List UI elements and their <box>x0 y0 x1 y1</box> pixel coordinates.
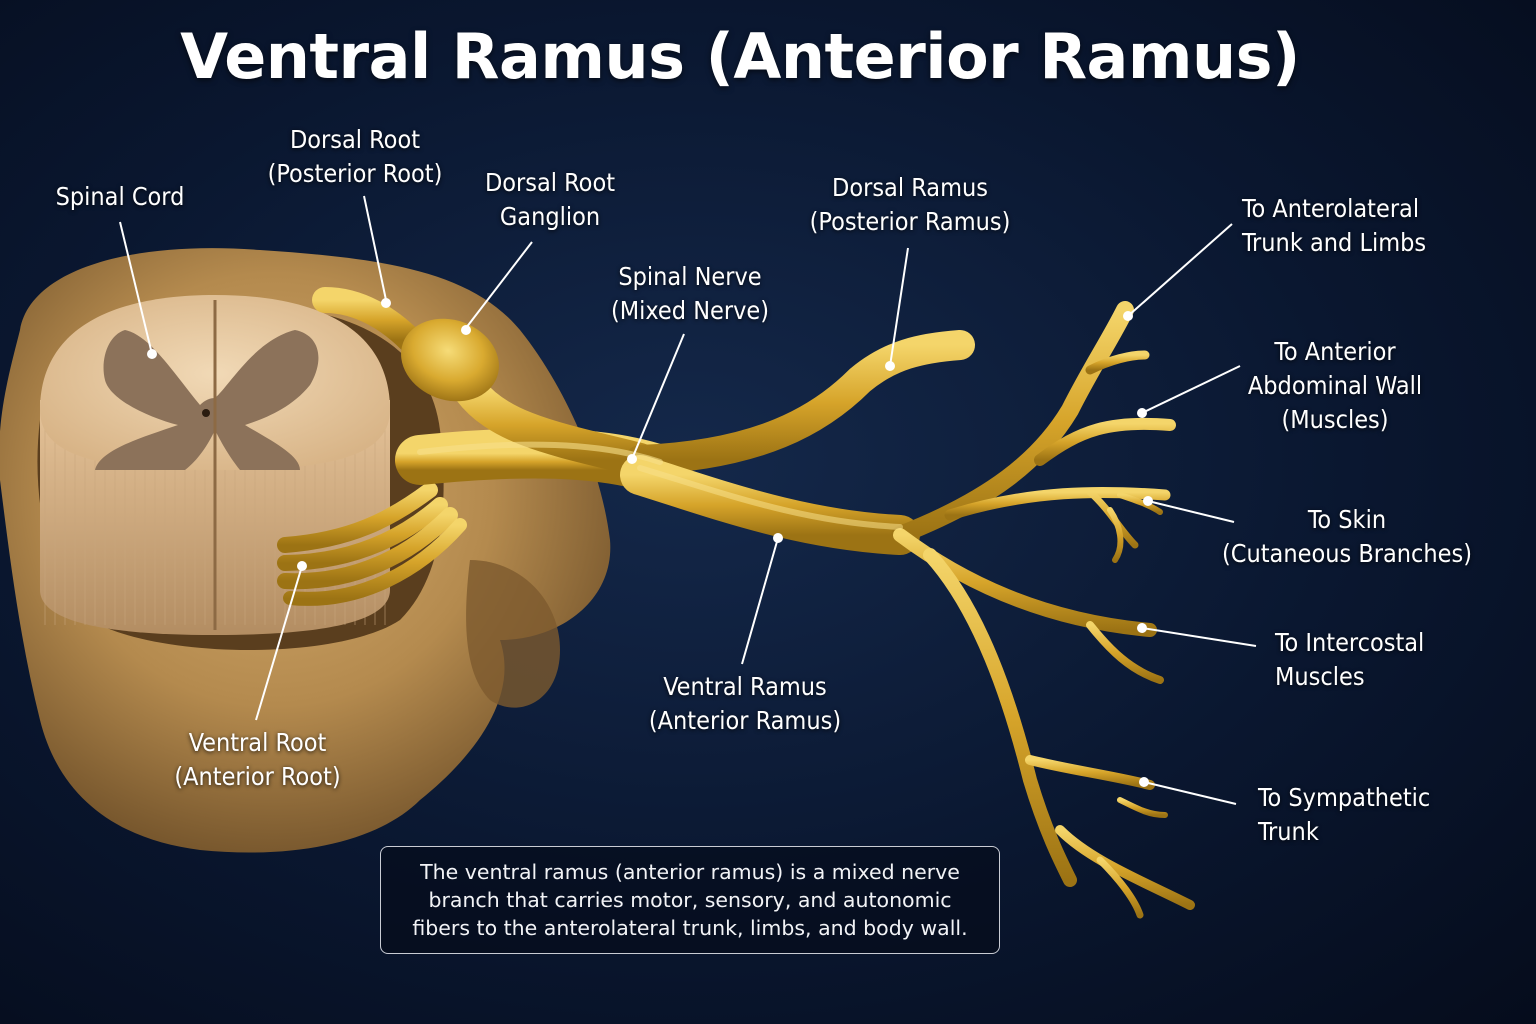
leader-ganglion <box>465 241 533 329</box>
leader-spinal-cord <box>119 221 153 355</box>
caption-text: The ventral ramus (anterior ramus) is a … <box>412 860 968 940</box>
dorsal-root-ganglion <box>401 318 499 402</box>
label-ventral-ramus: Ventral Ramus (Anterior Ramus) <box>648 672 842 735</box>
leader-skin <box>1147 500 1235 523</box>
label-to-sympathetic: To Sympathetic Trunk <box>1258 783 1431 846</box>
dorsal-root <box>312 287 423 353</box>
label-dorsal-root-ganglion: Dorsal Root Ganglion <box>484 168 616 231</box>
ventral-rootlets <box>277 482 467 606</box>
label-to-anterolateral: To Anterolateral Trunk and Limbs <box>1242 194 1427 257</box>
leader-dorsal-ramus <box>889 247 909 367</box>
nerve-tree <box>277 287 1195 919</box>
label-spinal-nerve: Spinal Nerve (Mixed Nerve) <box>610 262 770 325</box>
branch-skin <box>944 486 1171 521</box>
leader-dots <box>147 298 1153 787</box>
dorsal-ramus <box>625 330 975 475</box>
ventral-ramus <box>620 455 920 555</box>
central-canal <box>202 409 210 417</box>
leader-anterolateral <box>1127 223 1233 317</box>
branch-anterior-wall <box>1034 417 1176 466</box>
branch-sympathetic <box>923 548 1077 887</box>
label-to-anterior-wall: To Anterior Abdominal Wall (Muscles) <box>1247 337 1423 434</box>
label-to-intercostal: To Intercostal Muscles <box>1275 628 1425 691</box>
leader-anterior-wall <box>1141 365 1241 414</box>
vertebral-process <box>466 560 560 708</box>
leader-spinal-nerve <box>631 333 685 460</box>
label-dorsal-root: Dorsal Root (Posterior Root) <box>267 125 443 188</box>
leader-lines <box>119 195 1257 805</box>
branch-intercostal <box>893 528 1157 637</box>
leader-dorsal-root <box>363 195 387 301</box>
leader-intercostal <box>1141 627 1257 647</box>
label-spinal-cord: Spinal Cord <box>55 182 185 211</box>
leader-ventral-root <box>255 565 303 721</box>
leader-ventral-ramus <box>741 537 779 665</box>
gray-matter <box>95 330 319 470</box>
label-ventral-root: Ventral Root (Anterior Root) <box>174 728 341 791</box>
label-dorsal-ramus: Dorsal Ramus (Posterior Ramus) <box>809 173 1011 236</box>
leader-sympathetic <box>1143 781 1237 805</box>
caption-box: The ventral ramus (anterior ramus) is a … <box>380 846 1000 954</box>
page-title: Ventral Ramus (Anterior Ramus) <box>180 20 1300 93</box>
label-to-skin: To Skin (Cutaneous Branches) <box>1222 505 1472 568</box>
